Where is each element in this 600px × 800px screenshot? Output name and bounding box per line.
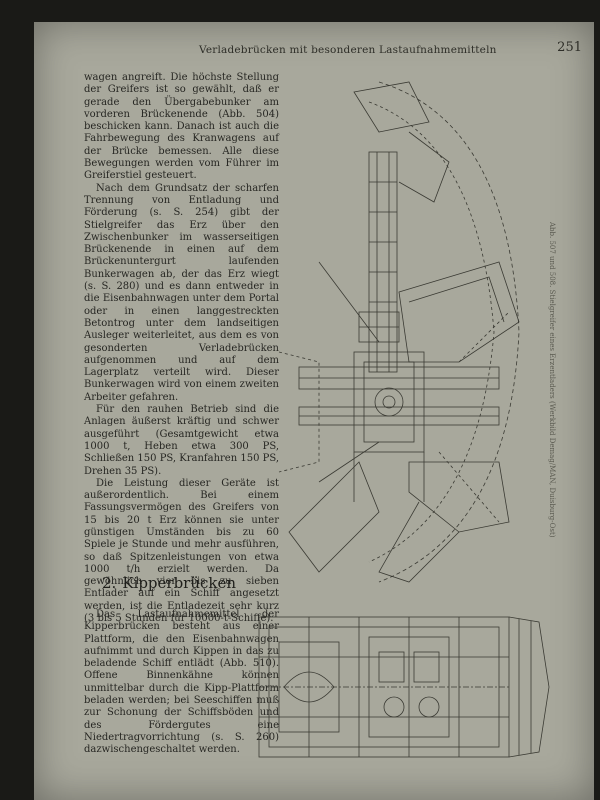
technical-drawing-plan-view — [258, 616, 550, 758]
technical-drawing-greifer — [278, 81, 520, 583]
section-heading: 2. Kipperbrücken — [102, 574, 242, 592]
section-number: 2. — [102, 574, 117, 592]
page-number: 251 — [557, 40, 582, 55]
paragraph: Nach dem Grundsatz der scharfen Trennung… — [84, 182, 279, 403]
paragraph: wagen angreift. Die höchste Stellung der… — [84, 72, 279, 182]
book-page: Verladebrücken mit besonderen Lastaufnah… — [34, 22, 594, 800]
paragraph: Die Leistung dieser Geräte ist außerorde… — [84, 477, 279, 625]
running-title: Verladebrücken mit besonderen Lastaufnah… — [199, 44, 497, 56]
paragraph: Für den rauhen Betrieb sind die Anlagen … — [84, 404, 280, 477]
text-column-bottom: Das Lastaufnahmemittel der Kipperbrücken… — [84, 609, 279, 757]
text-column-top: wagen angreift. Die höchste Stellung der… — [84, 72, 279, 625]
section-title: Kipperbrücken — [122, 574, 237, 592]
paragraph: Das Lastaufnahmemittel der Kipperbrücken… — [84, 609, 279, 756]
